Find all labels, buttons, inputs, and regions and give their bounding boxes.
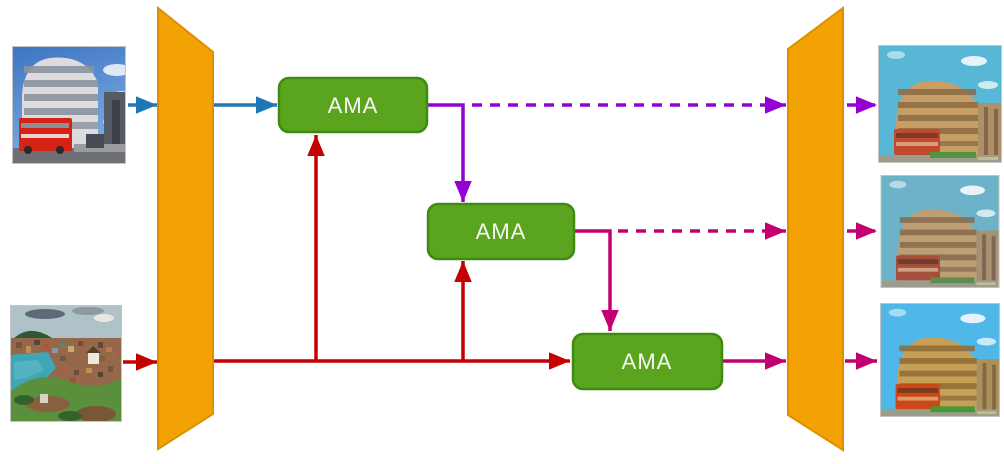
output-image-1 (878, 45, 1002, 163)
ama-module-3-box (571, 332, 724, 391)
ama-module-3: AMA (571, 332, 724, 391)
arrow-ama2-to-ama3 (574, 229, 619, 331)
output-image-3 (879, 303, 1001, 417)
ama-module-2-box (426, 202, 576, 261)
ama-module-1: AMA (277, 76, 429, 134)
output-image-2 (880, 175, 1000, 288)
ama-module-3-label: AMA (622, 349, 673, 374)
ama-module-2-label: AMA (476, 219, 527, 244)
ama-module-2: AMA (426, 202, 576, 261)
arrow-ama1-to-ama2 (427, 103, 472, 202)
ama-module-1-box (277, 76, 429, 134)
encoder-trapezoid (157, 5, 214, 451)
content-input-image (12, 46, 126, 164)
decoder-trapezoid (787, 6, 844, 452)
ama-module-1-label: AMA (328, 93, 379, 118)
style-input-image (10, 305, 122, 422)
